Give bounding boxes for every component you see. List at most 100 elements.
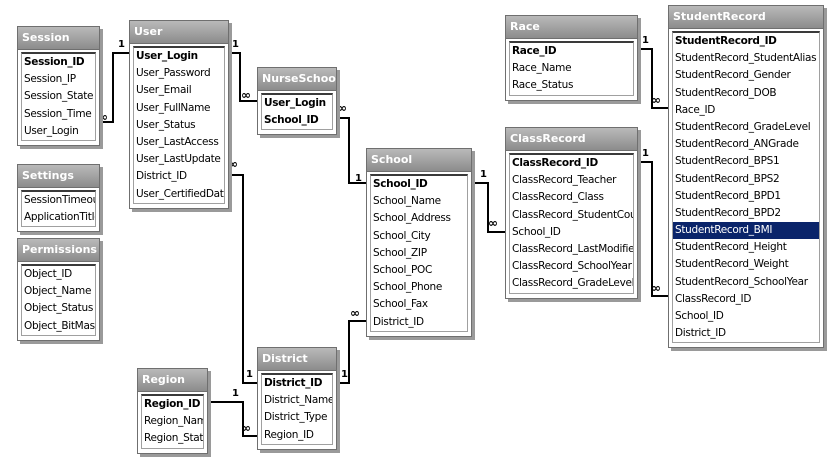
field-row[interactable]: User_Login [24, 124, 79, 137]
table-title[interactable]: Region [138, 369, 207, 392]
field-row[interactable]: School_ID [512, 225, 561, 238]
rel-label-many: ∞ [337, 101, 347, 115]
field-row[interactable]: School_Fax [373, 298, 428, 311]
field-row[interactable]: ApplicationTitle [24, 211, 95, 224]
field-row[interactable]: StudentRecord_BPD1 [675, 189, 781, 202]
field-row[interactable]: User_Email [136, 84, 192, 97]
field-row[interactable]: ClassRecord_ID [675, 292, 752, 305]
rel-school-nurseschool-line [335, 117, 366, 184]
field-row[interactable]: User_CertifiedDate [136, 187, 224, 200]
field-row[interactable]: School_ID [373, 178, 428, 190]
field-row[interactable]: School_City [373, 229, 431, 242]
rel-classrecord-studentrecord-line [636, 161, 668, 297]
table-title[interactable]: ClassRecord [506, 128, 637, 151]
field-row[interactable]: StudentRecord_BPD2 [675, 206, 781, 219]
field-row[interactable]: School_Address [373, 212, 451, 225]
field-row[interactable]: Session_State [24, 90, 94, 103]
field-row[interactable]: Race_ID [512, 45, 557, 57]
field-row[interactable]: ClassRecord_GradeLevel [512, 277, 633, 290]
field-row[interactable]: StudentRecord_GradeLevel [675, 120, 811, 133]
field-row[interactable]: SessionTimeout [24, 194, 95, 206]
field-row[interactable]: ClassRecord_Teacher [512, 174, 617, 187]
field-row[interactable]: StudentRecord_StudentAlias [675, 52, 817, 65]
field-row[interactable]: District_Name [264, 394, 332, 407]
field-row[interactable]: StudentRecord_ANGrade [675, 138, 799, 151]
field-row[interactable]: StudentRecord_BPS2 [675, 172, 780, 185]
field-row[interactable]: District_ID [264, 377, 323, 389]
field-row[interactable]: District_ID [136, 170, 187, 183]
field-row[interactable]: District_ID [373, 315, 424, 328]
field-row[interactable]: ClassRecord_StudentCount [512, 208, 633, 221]
table-title[interactable]: School [367, 149, 471, 172]
rel-label-one: 1 [642, 35, 649, 46]
rel-label-many: ∞ [651, 281, 661, 295]
field-row[interactable]: School_ID [675, 310, 724, 322]
field-row[interactable]: School_POC [373, 263, 433, 276]
table-title[interactable]: StudentRecord [669, 6, 823, 29]
field-row[interactable]: Region_ID [264, 428, 314, 441]
field-row[interactable]: User_Password [136, 67, 211, 80]
field-row[interactable]: StudentRecord_ID [675, 35, 777, 47]
field-row[interactable]: ClassRecord_ID [512, 157, 598, 169]
field-row[interactable]: Session_Time [24, 107, 92, 120]
field-row[interactable]: Region_Name [144, 415, 203, 428]
field-row[interactable]: District_ID [675, 327, 726, 340]
table-title[interactable]: NurseSchool [258, 68, 336, 91]
field-row[interactable]: Object_Status [24, 302, 94, 315]
field-row[interactable]: StudentRecord_BPS1 [675, 155, 780, 168]
field-row[interactable]: ClassRecord_SchoolYear [512, 260, 632, 273]
field-row[interactable]: User_FullName [136, 101, 211, 114]
field-row[interactable]: Region_ID [144, 398, 201, 410]
field-row[interactable]: StudentRecord_Gender [675, 69, 791, 82]
field-row[interactable]: Race_ID [675, 103, 716, 116]
table-title[interactable]: User [130, 21, 228, 44]
field-row[interactable]: ClassRecord_Class [512, 191, 604, 204]
rel-label-many: ∞ [488, 216, 498, 230]
table-title[interactable]: Settings [18, 165, 99, 188]
field-row[interactable]: District_Type [264, 411, 328, 424]
field-row[interactable]: School_ID [264, 114, 319, 127]
field-row[interactable]: User_Login [136, 50, 198, 62]
table-title[interactable]: Permissions [18, 239, 99, 262]
field-row[interactable]: User_Login [264, 97, 326, 109]
field-row[interactable]: Session_IP [24, 73, 76, 86]
field-row[interactable]: User_LastUpdate [136, 153, 221, 166]
field-row[interactable]: Object_BitMask [24, 319, 95, 332]
field-row[interactable]: Race_Name [512, 62, 572, 75]
field-row[interactable]: ClassRecord_LastModified [512, 242, 633, 255]
rel-label-many: ∞ [651, 93, 661, 107]
field-row[interactable]: StudentRecord_SchoolYear [675, 275, 808, 288]
field-row[interactable]: School_ZIP [373, 246, 427, 259]
field-row[interactable]: Race_Status [512, 79, 574, 92]
field-row[interactable]: School_Name [373, 195, 441, 208]
field-row[interactable]: StudentRecord_DOB [675, 86, 777, 99]
table-title[interactable]: Session [18, 27, 99, 50]
field-row[interactable]: User_Status [136, 118, 196, 131]
field-row[interactable]: Region_State [144, 432, 203, 445]
field-row[interactable]: Object_ID [24, 268, 72, 280]
field-row[interactable]: Object_Name [24, 285, 92, 298]
field-row[interactable]: Session_ID [24, 56, 85, 68]
table-title[interactable]: Race [506, 16, 637, 39]
rel-label-one: 1 [232, 39, 239, 50]
field-row[interactable]: StudentRecord_Weight [675, 258, 789, 271]
field-row[interactable]: StudentRecord_BMI [673, 222, 819, 240]
rel-label-one: 1 [480, 169, 487, 180]
field-row[interactable]: User_LastAccess [136, 135, 219, 148]
table-title[interactable]: District [258, 348, 336, 371]
field-row[interactable]: School_Phone [373, 281, 443, 294]
field-row[interactable]: StudentRecord_Height [675, 241, 787, 254]
